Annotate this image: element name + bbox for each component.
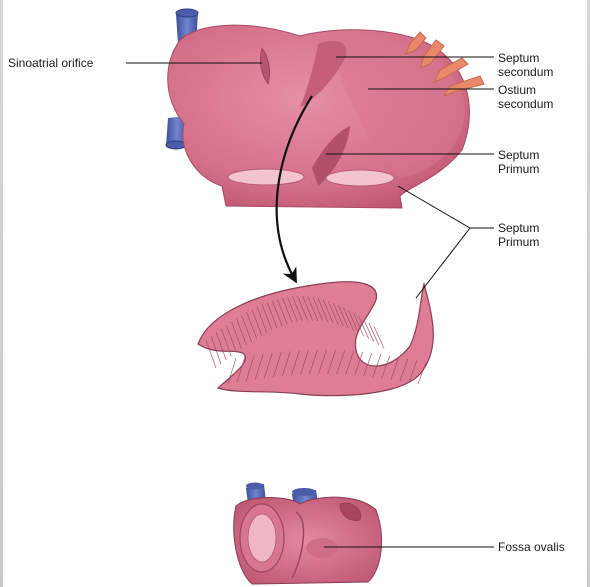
leader-septum-primum-mid-b — [416, 228, 470, 298]
label-septum-secondum: Septum secondum — [498, 51, 553, 79]
orifice-left — [228, 169, 304, 185]
fossa-ovalis-region — [306, 538, 338, 558]
label-septum-primum-top: Septum Primum — [498, 148, 539, 176]
heart-bottom — [234, 483, 382, 585]
orifice-right — [326, 170, 394, 186]
label-fossa-ovalis: Fossa ovalis — [498, 540, 565, 554]
label-ostium-secondum: Ostium secondum — [498, 83, 553, 111]
septum-primum-sheet — [198, 282, 433, 396]
atrium-top — [166, 9, 484, 208]
label-septum-primum-mid: Septum Primum — [498, 221, 539, 249]
leader-septum-primum-mid-a — [398, 186, 494, 228]
label-sinoatrial-orifice: Sinoatrial orifice — [8, 56, 93, 70]
